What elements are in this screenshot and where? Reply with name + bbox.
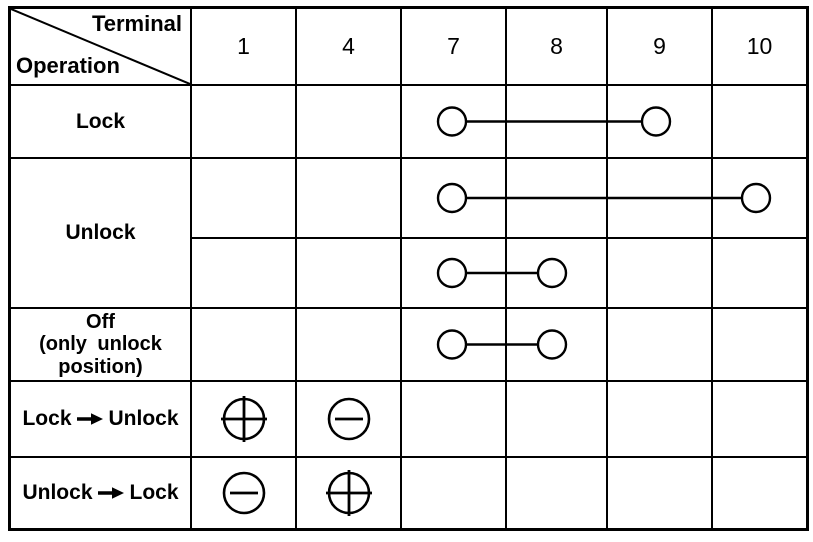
lock-connection-strip xyxy=(192,86,806,159)
terminal-header-7: 7 xyxy=(402,9,507,86)
table-grid: Terminal Operation 1 4 7 8 9 10 Lock Unl… xyxy=(8,6,809,531)
polarity-cell-unlock-to-lock-terminal-4 xyxy=(297,458,402,528)
right-arrow-icon xyxy=(97,487,124,499)
empty-cell-unlock-to-lock-terminal-9 xyxy=(608,458,713,528)
unlock-connection-strip-1 xyxy=(192,159,806,239)
row-label-lock: Lock xyxy=(11,86,192,159)
empty-cell-unlock-to-lock-terminal-8 xyxy=(507,458,608,528)
connection-graphic xyxy=(295,86,713,157)
polarity-cell-unlock-to-lock-terminal-1 xyxy=(192,458,297,528)
corner-terminal-label: Terminal xyxy=(91,11,182,36)
empty-cell-lock-to-unlock-terminal-10 xyxy=(713,382,806,458)
row-label-unlock-to-lock: Unlock Lock xyxy=(11,458,192,528)
unlock-to-lock-to-text: Lock xyxy=(129,481,179,504)
empty-cell-unlock-to-lock-terminal-7 xyxy=(402,458,507,528)
corner-operation-label: Operation xyxy=(16,53,120,78)
connection-graphic xyxy=(295,159,772,237)
row-label-unlock: Unlock xyxy=(11,159,192,309)
terminal-header-10: 10 xyxy=(713,9,806,86)
unlock-to-lock-from-text: Unlock xyxy=(22,481,93,504)
terminal-header-1: 1 xyxy=(192,9,297,86)
row-label-off: Off (only unlock position) xyxy=(11,309,192,382)
terminal-header-9: 9 xyxy=(608,9,713,86)
circle-plus-icon xyxy=(220,396,267,442)
lock-to-unlock-to-text: Unlock xyxy=(108,407,179,430)
diagonal-divider-line xyxy=(11,9,190,84)
circle-minus-icon xyxy=(222,471,265,515)
terminal-header-8: 8 xyxy=(507,9,608,86)
empty-cell-lock-to-unlock-terminal-8 xyxy=(507,382,608,458)
terminal-header-4: 4 xyxy=(297,9,402,86)
connection-graphic xyxy=(295,239,713,307)
lock-to-unlock-from-text: Lock xyxy=(22,407,72,430)
row-label-lock-to-unlock: Lock Unlock xyxy=(11,382,192,458)
corner-header-cell: Terminal Operation xyxy=(11,9,192,86)
empty-cell-unlock-to-lock-terminal-10 xyxy=(713,458,806,528)
right-arrow-icon xyxy=(76,413,103,425)
circle-plus-icon xyxy=(325,470,372,516)
empty-cell-lock-to-unlock-terminal-9 xyxy=(608,382,713,458)
polarity-cell-lock-to-unlock-terminal-1 xyxy=(192,382,297,458)
polarity-cell-lock-to-unlock-terminal-4 xyxy=(297,382,402,458)
circle-minus-icon xyxy=(327,397,370,441)
unlock-connection-strip-2 xyxy=(192,239,806,309)
connection-graphic xyxy=(295,309,713,380)
terminal-operation-continuity-table: Terminal Operation 1 4 7 8 9 10 Lock Unl… xyxy=(8,6,809,531)
empty-cell-lock-to-unlock-terminal-7 xyxy=(402,382,507,458)
off-connection-strip xyxy=(192,309,806,382)
